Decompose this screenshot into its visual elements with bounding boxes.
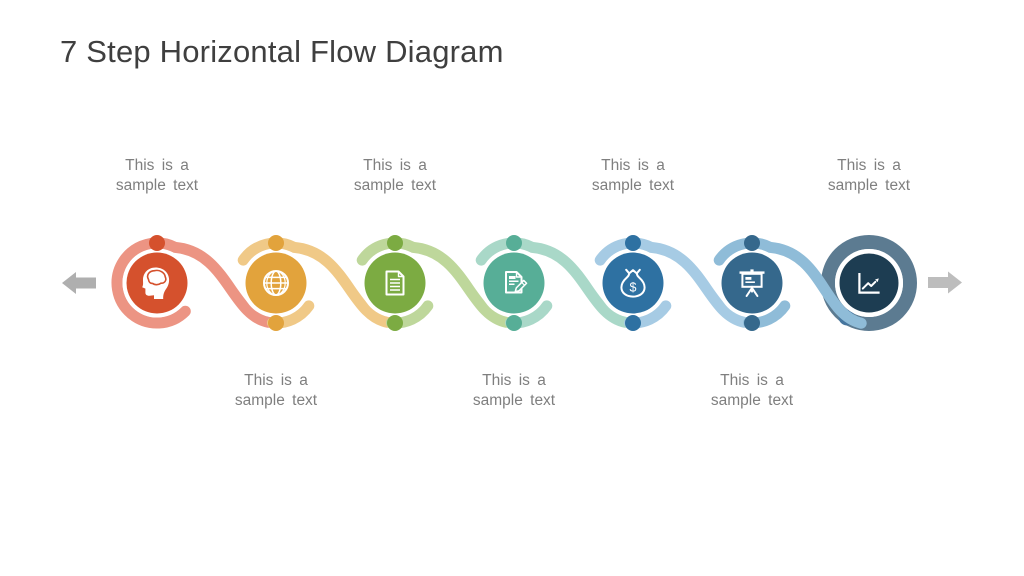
growth-chart-icon [858, 273, 880, 294]
presentation-icon [739, 269, 765, 297]
step-6-ribbon [713, 237, 867, 329]
step-1-top-dot [149, 235, 165, 251]
globe-icon [263, 270, 289, 296]
step-4-top-dot [506, 235, 522, 251]
step-5-ribbon [594, 237, 750, 328]
step-2-top-dot [268, 235, 284, 251]
slide-title: 7 Step Horizontal Flow Diagram [60, 34, 504, 69]
step-6-top-dot [744, 235, 760, 251]
money-bag-icon: $ [620, 268, 646, 298]
step-4-bottom-dot [506, 315, 522, 331]
step-1-ribbon [111, 237, 274, 329]
step-4-circle [483, 252, 545, 314]
step-3-top-dot [387, 235, 403, 251]
step-3-bottom-dot [387, 315, 403, 331]
step-3-ribbon [356, 237, 512, 328]
document-icon [385, 270, 405, 296]
step-2-bottom-dot [268, 315, 284, 331]
svg-text:$: $ [630, 281, 637, 295]
step-2-ribbon [237, 237, 393, 328]
right-arrow-icon [928, 271, 962, 294]
step-5-circle [602, 252, 664, 314]
step-5-top-dot [625, 235, 641, 251]
head-brain-icon [142, 267, 170, 299]
step-4-ribbon [475, 237, 631, 328]
edit-document-icon [505, 271, 528, 294]
left-arrow-icon [62, 272, 96, 294]
step-6-bottom-dot [744, 315, 760, 331]
step-5-bottom-dot [625, 315, 641, 331]
step-7-ring [821, 235, 917, 331]
